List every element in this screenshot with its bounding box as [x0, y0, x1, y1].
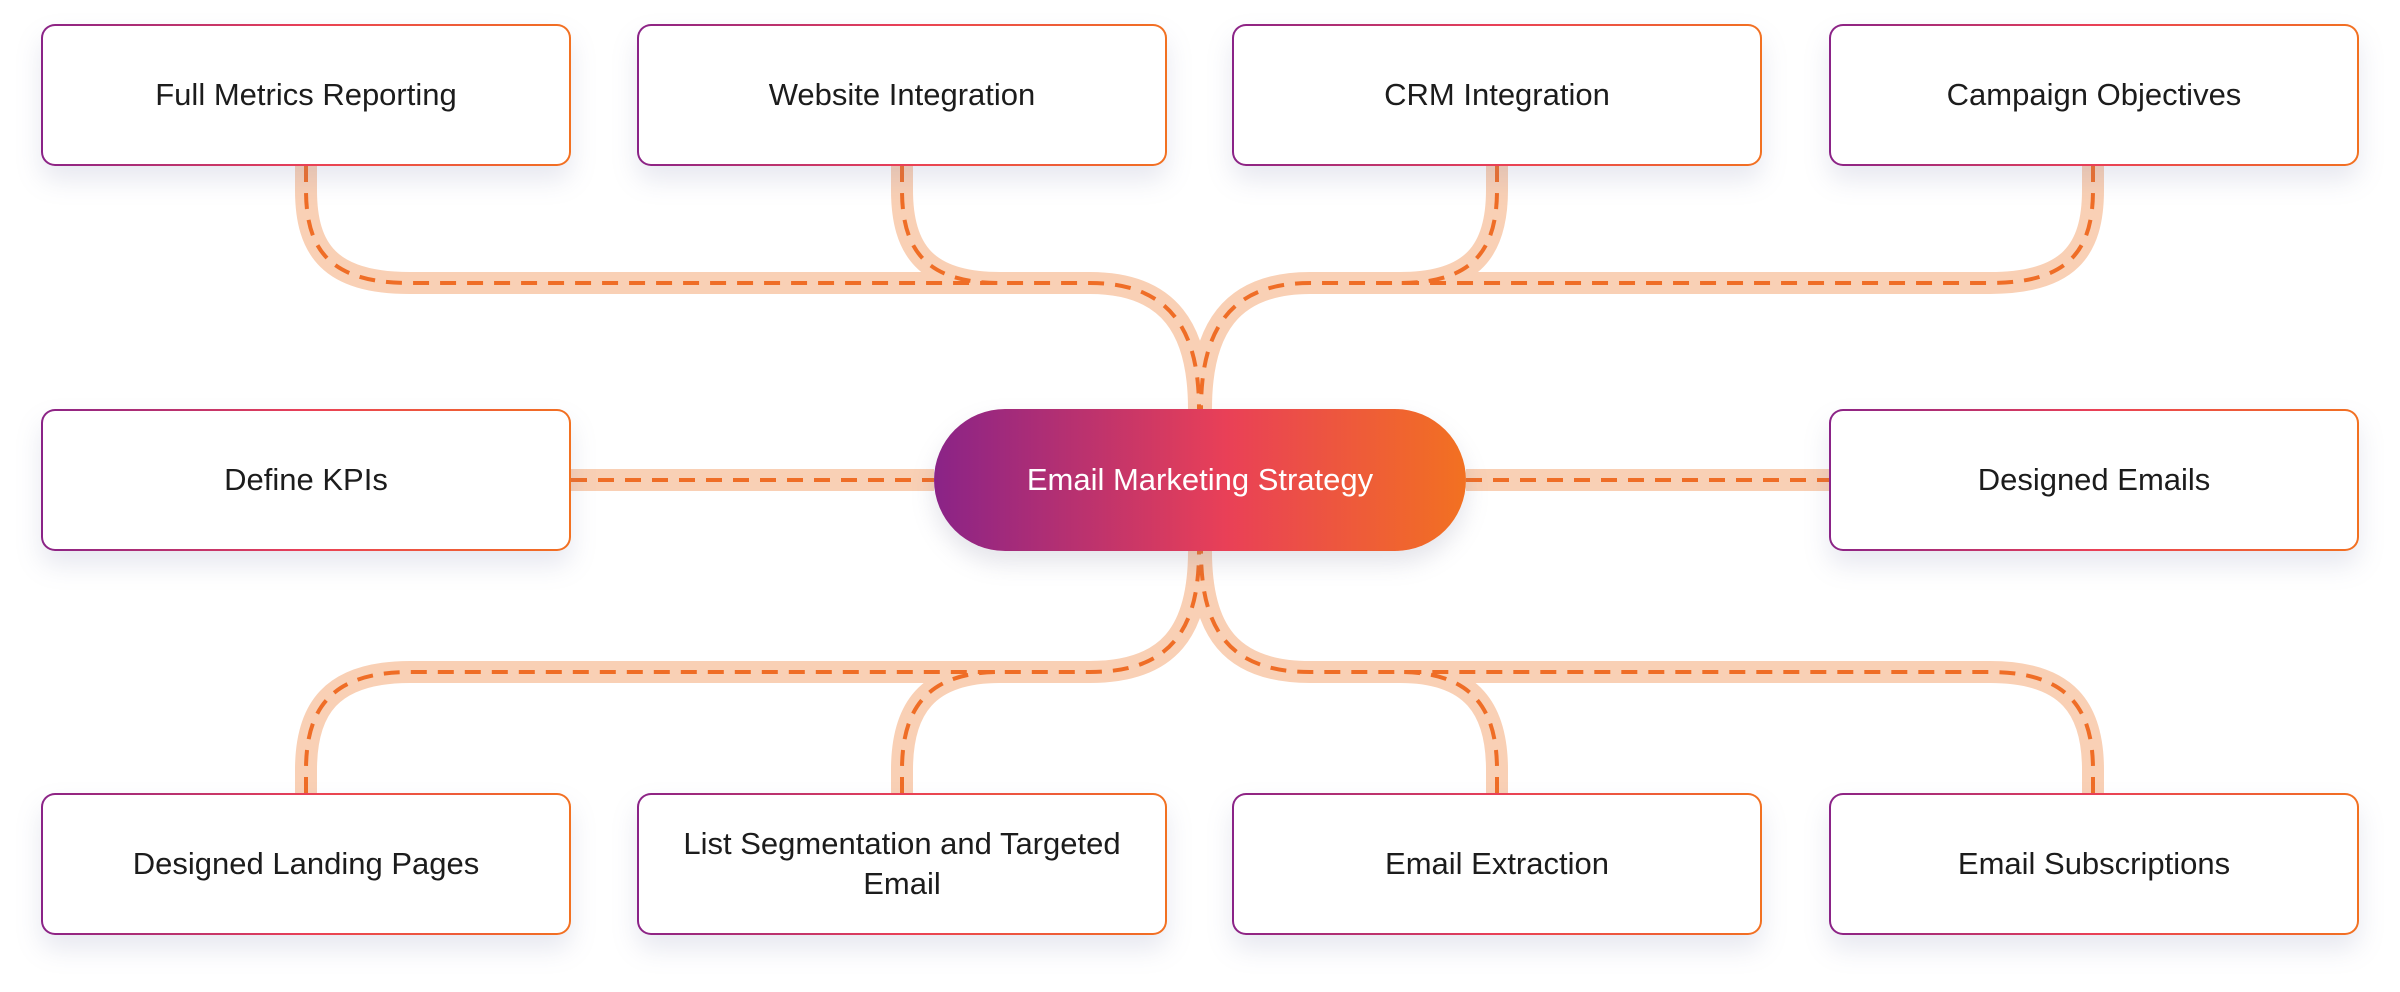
node-email-subscriptions[interactable]: Email Subscriptions	[1829, 793, 2359, 935]
connector-road	[295, 166, 1210, 410]
node-label: CRM Integration	[1384, 76, 1610, 112]
connector-dashed-line	[1199, 166, 2095, 410]
node-designed-landing-pages[interactable]: Designed Landing Pages	[41, 793, 571, 935]
connector-dashed-line	[1199, 550, 2095, 793]
connector-road	[891, 661, 1001, 793]
node-label: Email Subscriptions	[1957, 845, 2231, 881]
connector-dashed-line	[304, 550, 1201, 793]
connector-road	[1190, 166, 2104, 410]
node-define-kpis[interactable]: Define KPIs	[41, 409, 571, 551]
connector-dashed-line	[1399, 166, 1499, 285]
node-label: Define KPIs	[224, 461, 388, 497]
node-list-segmentation[interactable]: List Segmentation and Targeted Email	[637, 793, 1167, 935]
connector-dashed-line	[304, 166, 1201, 410]
node-website-integration[interactable]: Website Integration	[637, 24, 1167, 166]
node-label: Campaign Objectives	[1946, 76, 2242, 112]
node-label: Full Metrics Reporting	[155, 76, 457, 112]
node-campaign-objectives[interactable]: Campaign Objectives	[1829, 24, 2359, 166]
node-label: Designed Emails	[1977, 461, 2211, 497]
node-label: Email Extraction	[1385, 845, 1609, 881]
connector-dashed-line	[1399, 670, 1499, 793]
connector-dashed-line	[900, 670, 1001, 793]
central-node[interactable]: Email Marketing Strategy	[934, 409, 1466, 551]
central-node-label: Email Marketing Strategy	[1026, 462, 1374, 497]
node-label: Website Integration	[768, 76, 1036, 112]
node-label: List Segmentation and Targeted Email	[683, 825, 1121, 901]
connector-road	[891, 166, 1001, 294]
node-crm-integration[interactable]: CRM Integration	[1232, 24, 1762, 166]
connector-road	[1399, 661, 1508, 793]
connector-dashed-line	[900, 166, 1001, 285]
node-label: Designed Landing Pages	[132, 845, 480, 881]
connector-road	[1399, 166, 1508, 294]
node-designed-emails[interactable]: Designed Emails	[1829, 409, 2359, 551]
node-email-extraction[interactable]: Email Extraction	[1232, 793, 1762, 935]
node-full-metrics-reporting[interactable]: Full Metrics Reporting	[41, 24, 571, 166]
